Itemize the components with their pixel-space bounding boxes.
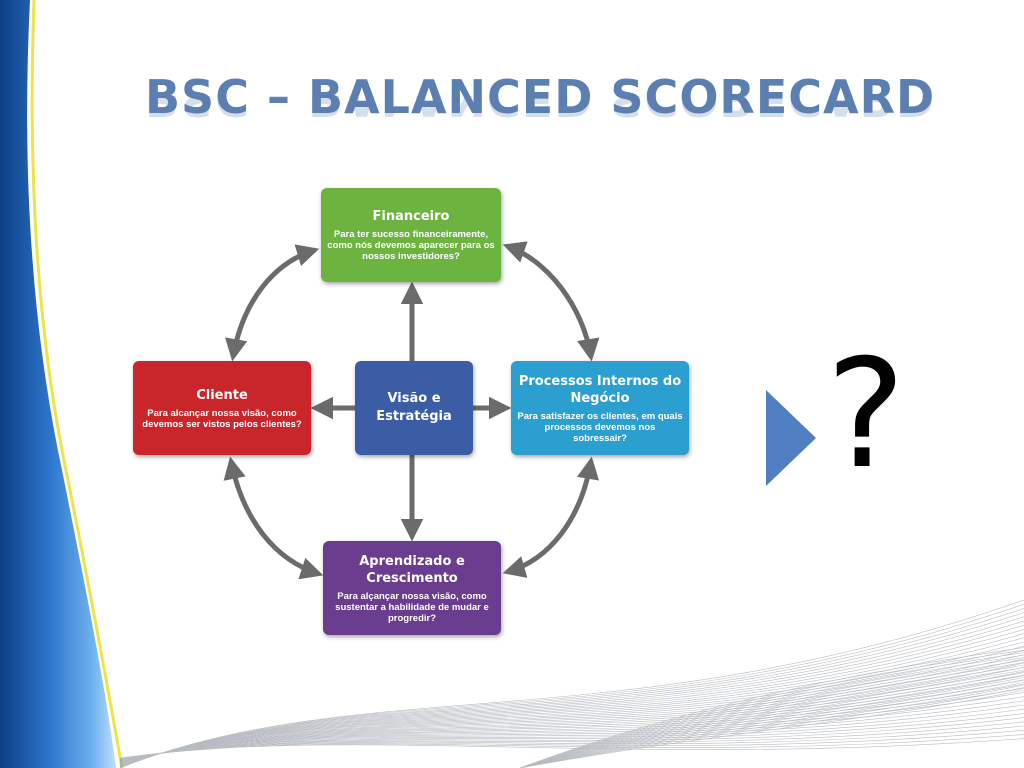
box-cliente: Cliente Para alcançar nossa visão, como …	[133, 361, 311, 455]
box-aprendizado: Aprendizado e Crescimento Para alçançar …	[323, 541, 501, 635]
processos-title: Processos Internos do Negócio	[518, 373, 682, 406]
cliente-text: Para alcançar nossa visão, como devemos …	[142, 407, 302, 430]
wave-line	[119, 738, 1024, 759]
play-triangle-icon	[766, 390, 816, 486]
curve-aprendizado-cliente	[223, 456, 324, 580]
left-white-line	[37, 0, 129, 768]
aprendizado-text: Para alçançar nossa visão, como sustenta…	[335, 590, 489, 624]
wave-line	[119, 662, 1024, 764]
bottom-wave-lines	[119, 599, 1024, 768]
title-area: BSC – BALANCED SCORECARD BSC – BALANCED …	[145, 70, 936, 180]
wave-line	[519, 677, 1024, 768]
processos-text: Para satisfazer os clientes, em quais pr…	[517, 410, 683, 444]
wave-line	[519, 654, 1024, 768]
cliente-title: Cliente	[196, 387, 248, 403]
wave-line	[519, 659, 1024, 768]
wave-line	[119, 666, 1024, 764]
wave-line	[119, 608, 1024, 768]
wave-line	[119, 671, 1024, 764]
wave-line	[119, 704, 1024, 761]
wave-line	[519, 684, 1024, 768]
wave-line	[119, 692, 1024, 762]
box-processos: Processos Internos do Negócio Para satis…	[511, 361, 689, 455]
wave-line	[119, 616, 1024, 768]
wave-line	[119, 645, 1024, 765]
curve-cliente-financeiro	[225, 244, 320, 362]
wave-line	[519, 667, 1024, 768]
slide-title: BSC – BALANCED SCORECARD	[145, 70, 936, 124]
wave-line	[119, 633, 1024, 766]
wave-line	[519, 662, 1024, 768]
wave-line	[119, 612, 1024, 768]
wave-line	[119, 700, 1024, 762]
wave-line	[519, 649, 1024, 768]
question-mark: ?	[826, 328, 906, 502]
wave-line	[119, 725, 1024, 760]
wave-line	[519, 657, 1024, 768]
wave-line	[519, 664, 1024, 768]
wave-line	[119, 641, 1024, 766]
wave-line	[519, 669, 1024, 768]
left-yellow-line	[30, 0, 124, 768]
box-visao-estrategia: Visão e Estratégia	[355, 361, 473, 455]
financeiro-title: Financeiro	[372, 209, 450, 224]
wave-line	[119, 603, 1024, 768]
wave-line	[119, 624, 1024, 767]
wave-line	[119, 683, 1024, 763]
wave-line	[519, 652, 1024, 768]
wave-line	[519, 682, 1024, 768]
wave-line	[119, 721, 1024, 760]
slide-title-reflection: BSC – BALANCED SCORECARD	[145, 96, 936, 126]
wave-line	[519, 672, 1024, 768]
wave-line	[119, 687, 1024, 762]
aprendizado-title: Aprendizado e Crescimento	[359, 553, 465, 586]
wave-line	[119, 599, 1024, 768]
left-blue-swoosh	[0, 0, 116, 768]
wave-line	[519, 647, 1024, 768]
wave-line	[119, 629, 1024, 767]
wave-line	[119, 717, 1024, 760]
wave-line	[519, 687, 1024, 768]
question-area: ?	[760, 330, 930, 510]
visao-title: Visão e Estratégia	[376, 391, 452, 424]
wave-line	[119, 708, 1024, 761]
wave-line	[119, 637, 1024, 766]
wave-line	[119, 650, 1024, 765]
curve-processos-aprendizado	[502, 456, 600, 578]
bsc-diagram: Financeiro Para ter sucesso financeirame…	[125, 180, 705, 650]
wave-line	[119, 734, 1024, 759]
wave-line	[119, 654, 1024, 765]
diagram-arrows	[223, 241, 600, 580]
box-financeiro: Financeiro Para ter sucesso financeirame…	[321, 188, 501, 282]
wave-line	[519, 689, 1024, 768]
wave-line	[119, 620, 1024, 767]
curve-financeiro-processos	[502, 241, 600, 362]
wave-line	[119, 713, 1024, 761]
financeiro-text: Para ter sucesso financeiramente, como n…	[327, 229, 495, 262]
wave-line	[519, 679, 1024, 768]
wave-line	[519, 674, 1024, 768]
wave-line	[119, 729, 1024, 759]
